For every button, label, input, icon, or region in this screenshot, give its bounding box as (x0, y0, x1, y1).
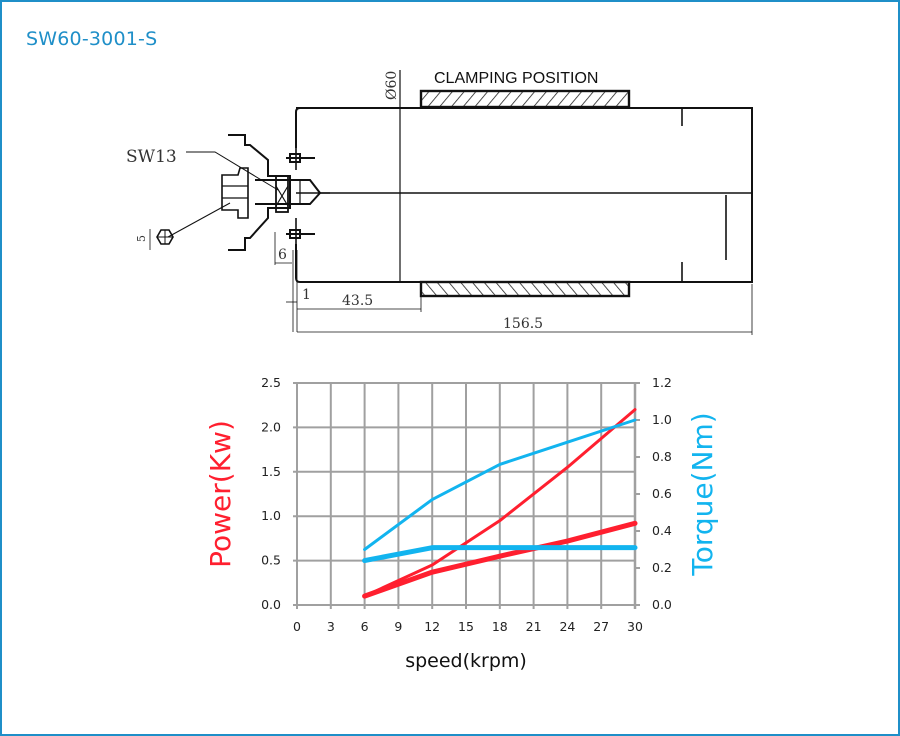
y-tick-label: 2.5 (261, 375, 281, 390)
y2-tick-label: 0.2 (652, 560, 672, 575)
total-length-dim-label: 156.5 (503, 316, 543, 332)
chart-ticks: 0 3 6 9 12 15 18 21 24 27 30 0.0 0.5 1.0 1.5 2.0 2.5 0.0 0… (261, 375, 672, 634)
offset-dim-label: 1 (302, 287, 311, 303)
y2-tick-label: 0.4 (652, 523, 672, 538)
clamp-top (419, 89, 631, 109)
diameter-label: Ø60 (384, 71, 400, 100)
clamping-position-label: CLAMPING POSITION (434, 70, 598, 87)
hex-dim-label: 5 (135, 235, 148, 242)
y2-tick-label: 1.2 (652, 375, 672, 390)
x-tick-label: 27 (593, 619, 609, 634)
x-tick-label: 12 (424, 619, 440, 634)
x-tick-label: 9 (394, 619, 402, 634)
x-tick-label: 30 (627, 619, 643, 634)
y2-tick-label: 0.8 (652, 449, 672, 464)
y-tick-label: 2.0 (261, 419, 281, 434)
y2-tick-label: 0.0 (652, 597, 672, 612)
y-tick-label: 1.5 (261, 464, 281, 479)
y2-tick-label: 1.0 (652, 412, 672, 427)
y-tick-label: 0.0 (261, 597, 281, 612)
x-tick-label: 6 (361, 619, 369, 634)
x-axis-label: speed(krpm) (405, 650, 527, 672)
y-axis-label-power: Power(Kw) (204, 420, 237, 568)
y2-tick-label: 0.6 (652, 486, 672, 501)
x-tick-label: 18 (492, 619, 508, 634)
x-tick-label: 21 (526, 619, 542, 634)
wrench-size-label: SW13 (126, 147, 177, 167)
y-tick-label: 1.0 (261, 508, 281, 523)
clamp-bottom (419, 280, 631, 298)
x-tick-label: 0 (293, 619, 301, 634)
y-tick-label: 0.5 (261, 553, 281, 568)
model-title: SW60-3001-S (26, 28, 158, 50)
x-tick-label: 15 (458, 619, 474, 634)
y-axis-label-torque: Torque(Nm) (686, 412, 719, 576)
gap-dim-label: 6 (278, 247, 287, 263)
chart-lines (362, 408, 638, 599)
x-tick-label: 24 (559, 619, 575, 634)
clamp-start-dim-label: 43.5 (342, 293, 373, 309)
chart-grid (293, 382, 640, 609)
x-tick-label: 3 (327, 619, 335, 634)
